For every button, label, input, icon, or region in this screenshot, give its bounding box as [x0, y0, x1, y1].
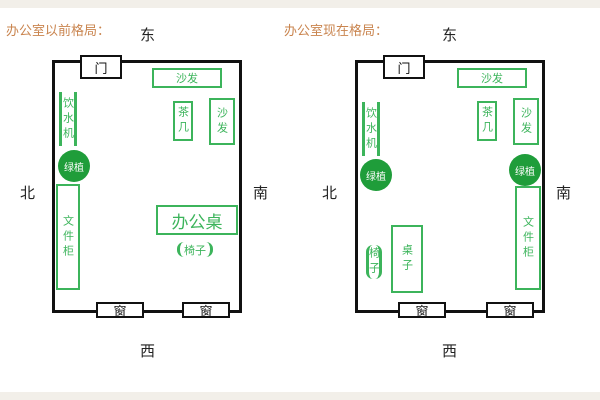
left-chair-label: 椅子	[184, 243, 206, 257]
right-compass-west: 西	[442, 342, 458, 360]
left-file-cabinet-label: 文件柜	[61, 214, 75, 260]
right-sofa-right: 沙发	[513, 98, 539, 145]
right-chair-label: 椅子	[367, 247, 381, 277]
right-door: 门	[383, 55, 425, 79]
left-window-left: 窗	[96, 302, 144, 320]
right-caption: 办公室现在格局：	[284, 24, 389, 39]
left-window-left-label: 窗	[113, 304, 127, 320]
left-tea-table: 茶几	[173, 101, 193, 141]
left-window-right: 窗	[182, 302, 230, 320]
left-caption: 办公室以前格局：	[6, 24, 111, 39]
left-door: 门	[80, 55, 122, 79]
left-compass-south: 南	[253, 184, 269, 202]
right-sofa-top: 沙发	[457, 68, 527, 88]
left-compass-north: 北	[20, 184, 36, 202]
left-compass-east: 东	[140, 26, 156, 44]
right-compass-east: 东	[442, 26, 458, 44]
left-room-walls	[52, 60, 242, 313]
right-desk-label: 桌子	[400, 244, 414, 274]
left-chair: 椅子	[177, 242, 213, 257]
right-file-cabinet: 文件柜	[515, 186, 541, 290]
right-room-walls	[355, 60, 545, 313]
left-desk: 办公桌	[156, 205, 238, 235]
left-water-dispenser: 饮水机	[59, 92, 77, 146]
left-water-dispenser-label: 饮水机	[61, 96, 75, 142]
right-sofa-top-label: 沙发	[481, 72, 503, 85]
left-door-label: 门	[94, 61, 108, 77]
right-plant-right: 绿植	[509, 154, 541, 186]
right-window-left-label: 窗	[415, 304, 429, 320]
right-window-right: 窗	[486, 302, 534, 320]
right-tea-table-label: 茶几	[480, 106, 494, 136]
right-tea-table: 茶几	[477, 101, 497, 141]
right-compass-south: 南	[556, 184, 572, 202]
left-plant-label: 绿植	[64, 162, 84, 174]
right-plant-right-label: 绿植	[515, 166, 535, 178]
right-compass-north: 北	[322, 184, 338, 202]
right-plant-left-label: 绿植	[366, 171, 386, 183]
left-compass-west: 西	[140, 342, 156, 360]
left-file-cabinet: 文件柜	[56, 184, 80, 290]
right-file-cabinet-label: 文件柜	[521, 215, 535, 261]
right-window-left: 窗	[398, 302, 446, 320]
right-chair: 椅子	[366, 245, 382, 279]
right-desk: 桌子	[391, 225, 423, 293]
left-sofa-top: 沙发	[152, 68, 222, 88]
right-water-dispenser: 饮水机	[362, 102, 380, 156]
left-desk-label: 办公桌	[171, 212, 223, 233]
left-plant: 绿植	[58, 150, 90, 182]
left-sofa-right-label: 沙发	[215, 106, 229, 137]
left-sofa-top-label: 沙发	[176, 72, 198, 85]
right-door-label: 门	[397, 61, 411, 77]
left-sofa-right: 沙发	[209, 98, 235, 145]
right-window-right-label: 窗	[503, 304, 517, 320]
right-sofa-right-label: 沙发	[519, 106, 533, 137]
right-water-dispenser-label: 饮水机	[364, 106, 378, 152]
left-tea-table-label: 茶几	[176, 106, 190, 136]
left-window-right-label: 窗	[199, 304, 213, 320]
right-plant-left: 绿植	[360, 159, 392, 191]
